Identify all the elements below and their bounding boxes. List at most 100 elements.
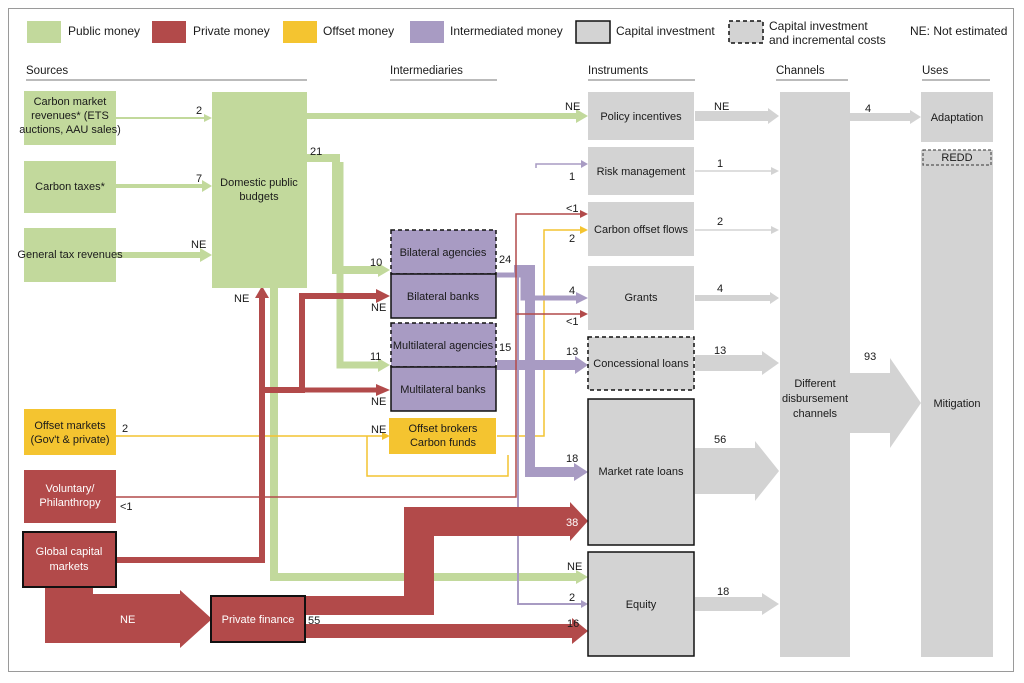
- source-voluntary: [24, 470, 116, 523]
- multilateral-agencies-label: Multilateral agencies: [393, 340, 494, 352]
- instrument-concessional: [587, 336, 695, 391]
- value-equity-in: 2: [569, 592, 575, 604]
- source-carbon-market: [24, 91, 116, 145]
- value-market-rate-out: 56: [714, 434, 726, 446]
- value-offset-flows-out: 2: [717, 216, 723, 228]
- value-voluntary: <1: [120, 501, 133, 513]
- instrument-grants: [588, 266, 694, 330]
- value-carbon-taxes: 7: [196, 173, 202, 185]
- instrument-policy-label: Policy incentives: [600, 111, 682, 123]
- value-grants-small: <1: [566, 316, 579, 328]
- value-multilateral-intermediated: 15: [499, 342, 511, 354]
- value-private-to-market: 38: [566, 517, 578, 529]
- source-global-capital-line1: Global capital: [36, 546, 103, 558]
- legend-private: Private money: [193, 24, 270, 38]
- multilateral-agencies: [390, 322, 497, 368]
- value-general-tax: NE: [191, 239, 206, 251]
- instrument-equity: [587, 551, 695, 657]
- mitigation-column: [921, 150, 993, 657]
- flow-equity-out: [695, 593, 779, 615]
- uses: Adaptation REDD Mitigation: [921, 92, 993, 410]
- legend-public: Public money: [68, 24, 140, 38]
- use-redd-label: REDD: [941, 152, 972, 164]
- value-private-finance: 55: [308, 615, 320, 627]
- value-carbon-market: 2: [196, 105, 202, 117]
- value-equity-out: 18: [717, 586, 729, 598]
- header-uses: Uses: [922, 65, 948, 77]
- multilateral-banks: [390, 366, 497, 412]
- value-domestic-out: 21: [310, 146, 322, 158]
- flow-risk-out: [771, 167, 779, 175]
- figure-frame: [8, 8, 1014, 672]
- value-offset-flows-in1: <1: [566, 203, 579, 215]
- value-risk-out: 1: [717, 158, 723, 170]
- legend: Public money Private money Offset money …: [27, 19, 1007, 47]
- value-multilateral-agencies-in: 11: [370, 351, 381, 363]
- value-private-to-equity: 16: [567, 618, 579, 630]
- source-carbon-market-line1: Carbon market: [34, 96, 107, 108]
- use-mitigation-label: Mitigation: [933, 398, 980, 410]
- offset-brokers-line2: Carbon funds: [410, 437, 477, 449]
- bilateral-agencies-label: Bilateral agencies: [400, 247, 487, 259]
- instrument-market-rate-label: Market rate loans: [599, 466, 684, 478]
- value-grants-in: 4: [569, 285, 575, 297]
- legend-capital-costs-line2: and incremental costs: [769, 33, 886, 47]
- legend-swatch-public: [27, 21, 61, 43]
- flow-private-to-market-rate: [304, 502, 588, 615]
- legend-intermediated: Intermediated money: [450, 24, 563, 38]
- use-adaptation-label: Adaptation: [931, 112, 984, 124]
- value-domestic-ne: NE: [234, 293, 249, 305]
- channels-column: [780, 92, 850, 657]
- public-flows: [116, 109, 588, 584]
- value-global-ne: NE: [120, 614, 135, 626]
- instrument-risk-label: Risk management: [597, 166, 686, 178]
- channels-line2: disbursement: [782, 393, 848, 405]
- value-risk-in: 1: [569, 171, 575, 183]
- offset-flows: [116, 226, 588, 477]
- source-carbon-taxes-label: Carbon taxes*: [35, 181, 105, 193]
- domestic-public-budgets: [212, 92, 307, 288]
- bilateral-agencies: [390, 229, 497, 275]
- column-headers: Sources Intermediaries Instruments Chann…: [26, 65, 990, 81]
- header-channels: Channels: [776, 65, 825, 77]
- flow-market-out: [695, 441, 779, 501]
- offset-brokers-line1: Offset brokers: [409, 423, 478, 435]
- flow-grants-out: [695, 292, 779, 304]
- header-intermediaries: Intermediaries: [390, 65, 463, 77]
- legend-swatch-intermediated: [410, 21, 444, 43]
- channels: Different disbursement channels: [782, 378, 848, 420]
- value-bilateral-banks-ne: NE: [371, 302, 386, 314]
- private-finance: [210, 595, 306, 643]
- source-offset-markets-line1: Offset markets: [34, 420, 106, 432]
- value-mitigation: 93: [864, 351, 876, 363]
- legend-capital-costs-line1: Capital investment: [769, 19, 868, 33]
- flow-adaptation: [850, 110, 921, 124]
- sources: Carbon market revenues* (ETS auctions, A…: [17, 91, 307, 643]
- instrument-concessional-label: Concessional loans: [593, 358, 689, 370]
- value-bilateral-agencies-in: 10: [370, 257, 382, 269]
- intermediaries: Bilateral agencies Bilateral banks Multi…: [389, 229, 497, 454]
- use-redd: [922, 149, 992, 166]
- value-policy-in: NE: [565, 101, 580, 113]
- source-voluntary-line2: Philanthropy: [39, 497, 101, 509]
- value-offset-brokers-ne: NE: [371, 424, 386, 436]
- value-concessional-in: 13: [566, 346, 578, 358]
- value-multilateral-banks-ne: NE: [371, 396, 386, 408]
- legend-not-estimated: NE: Not estimated: [910, 24, 1007, 38]
- gray-flows: [695, 108, 921, 615]
- bilateral-banks-label: Bilateral banks: [407, 291, 480, 303]
- value-labels: 2 7 NE 21 NE NE NE 4 1 1 <1 2 2 10 24 NE…: [120, 101, 876, 630]
- instrument-equity-label: Equity: [626, 599, 657, 611]
- bilateral-banks: [390, 273, 497, 319]
- source-voluntary-line1: Voluntary/: [46, 483, 96, 495]
- private-flows: [45, 210, 588, 648]
- legend-swatch-offset: [283, 21, 317, 43]
- value-concessional-out: 13: [714, 345, 726, 357]
- source-offset-markets: [24, 409, 116, 455]
- instrument-market-rate: [587, 398, 695, 546]
- instrument-offset-flows: [588, 202, 694, 256]
- use-adaptation: [921, 92, 993, 142]
- instrument-policy: [588, 92, 694, 140]
